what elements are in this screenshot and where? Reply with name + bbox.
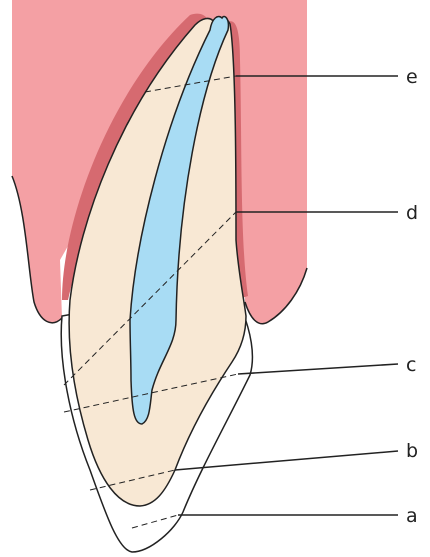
label-a: a	[406, 505, 418, 527]
label-c: c	[406, 354, 416, 376]
label-e: e	[406, 66, 418, 88]
dash-a	[131, 514, 179, 529]
leader-b	[174, 450, 399, 471]
label-b: b	[406, 440, 418, 462]
pulp	[129, 15, 230, 425]
leader-lines	[174, 75, 399, 516]
gum-fill	[12, 0, 307, 324]
dash-b	[89, 469, 176, 491]
section-dashes	[63, 75, 239, 529]
gingiva	[11, 0, 308, 325]
dash-e	[144, 75, 237, 93]
leader-c	[237, 363, 399, 375]
dash-d	[63, 211, 237, 386]
gum-right-outline	[244, 267, 308, 325]
gum-left-outline	[11, 175, 63, 324]
label-d: d	[406, 202, 418, 224]
